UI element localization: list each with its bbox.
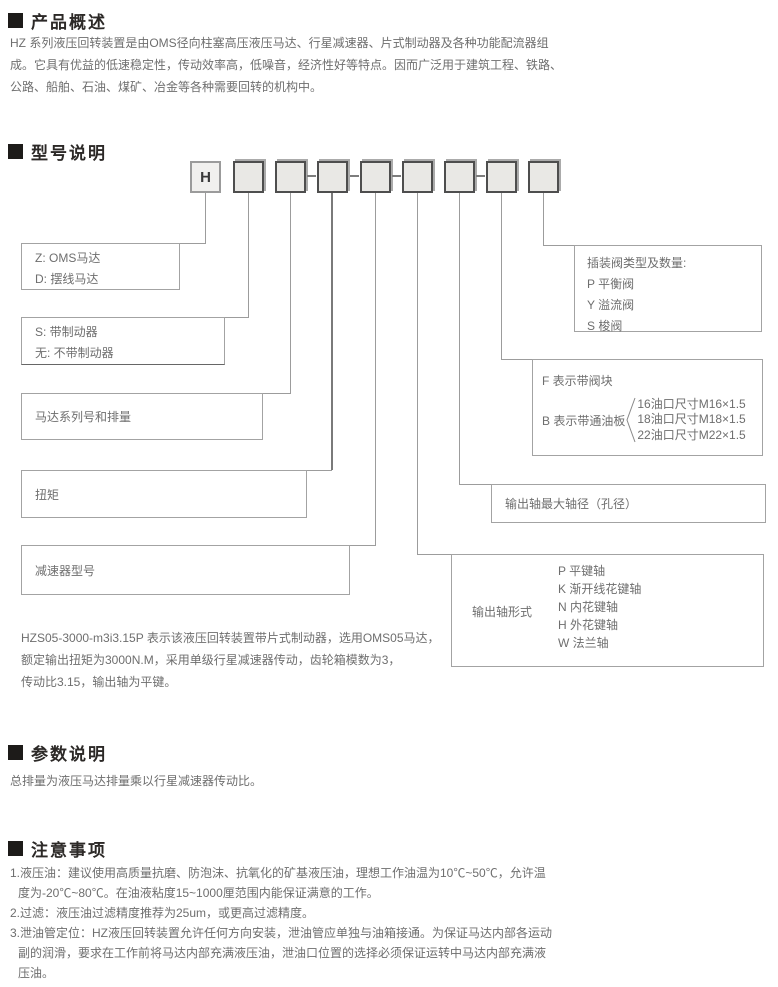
section-heading-params: 参数说明 <box>8 740 107 765</box>
note-line: 压油。 <box>18 966 55 980</box>
model-code-box-cartridge-valve <box>528 161 559 193</box>
section-marker-icon <box>8 841 23 856</box>
valve-block-options-row: B 表示带通油板 16油口尺寸M16×1.5 18油口尺寸M18×1.5 22油… <box>542 396 746 444</box>
paragraph-line: 总排量为液压马达排量乘以行星减速器传动比。 <box>10 774 263 788</box>
model-code-box-motor-series <box>317 161 348 193</box>
note-line: 度为-20℃~80℃。在油液粘度15~1000厘范围内能保证满意的工作。 <box>18 886 379 900</box>
leader-line-horizontal <box>350 545 376 546</box>
section-title: 产品概述 <box>31 13 107 32</box>
leader-line-vertical <box>205 193 206 243</box>
port-size-options: 16油口尺寸M16×1.5 18油口尺寸M18×1.5 22油口尺寸M22×1.… <box>637 396 746 442</box>
leader-line-horizontal <box>180 243 206 244</box>
model-code-box-torque <box>360 161 391 193</box>
note-line: 3.泄油管定位：HZ液压回转装置允许任何方向安装，泄油管应单独与油箱接通。为保证… <box>10 926 553 940</box>
leader-line-vertical <box>248 193 249 317</box>
section-title: 参数说明 <box>31 745 107 764</box>
leader-line-horizontal <box>417 554 451 555</box>
label-valve-block: F 表示带阀块 B 表示带通油板 16油口尺寸M16×1.5 18油口尺寸M18… <box>532 359 763 456</box>
section-marker-icon <box>8 144 23 159</box>
code-separator-dash <box>350 175 359 177</box>
section-heading-model: 型号说明 <box>8 139 107 164</box>
leader-line-vertical <box>290 193 291 393</box>
section-heading-overview: 产品概述 <box>8 8 107 33</box>
leader-line-horizontal <box>225 317 249 318</box>
note-line: 副的润滑，要求在工作前将马达内部充满液压油，泄油口位置的选择必须保证运转中马达内… <box>18 946 547 960</box>
model-code-box-motor-type <box>233 161 264 193</box>
leader-line-horizontal <box>263 393 291 394</box>
section-title: 型号说明 <box>31 144 107 163</box>
paragraph-line: HZS05-3000-m3i3.15P 表示该液压回转装置带片式制动器，选用OM… <box>21 631 440 645</box>
label-cartridge-valve: 插装阀类型及数量: P 平衡阀 Y 溢流阀 S 梭阀 <box>574 245 762 333</box>
model-code-box-valve-block <box>486 161 517 193</box>
leader-line-horizontal <box>501 359 532 360</box>
label-shaft-form: 输出轴形式 P 平键轴 K 渐开线花键轴 N 内花键轴 H 外花键轴 W 法兰轴 <box>451 554 764 667</box>
section-marker-icon <box>8 13 23 28</box>
note-line: 2.过滤：液压油过滤精度推荐为25um，或更高过滤精度。 <box>10 906 315 920</box>
leader-line-vertical <box>543 193 544 245</box>
model-example-paragraph: HZS05-3000-m3i3.15P 表示该液压回转装置带片式制动器，选用OM… <box>21 627 440 693</box>
shaft-form-items: P 平键轴 K 渐开线花键轴 N 内花键轴 H 外花键轴 W 法兰轴 <box>558 564 642 650</box>
overview-paragraph: HZ 系列液压回转装置是由OMS径向柱塞高压液压马达、行星减速器、片式制动器及各… <box>10 32 562 98</box>
code-separator-dash <box>392 175 401 177</box>
label-motor-type: Z: OMS马达 D: 摆线马达 <box>21 243 180 290</box>
section-heading-notes: 注意事项 <box>8 836 107 861</box>
leader-line-horizontal <box>543 245 574 246</box>
leader-line-vertical <box>459 193 460 484</box>
model-code-box-shaft-form <box>402 161 433 193</box>
brace-icon <box>626 397 636 443</box>
leader-line-vertical <box>331 193 333 470</box>
leader-line-vertical <box>375 193 376 545</box>
model-code-box-shaft-diameter <box>444 161 475 193</box>
paragraph-line: HZ 系列液压回转装置是由OMS径向柱塞高压液压马达、行星减速器、片式制动器及各… <box>10 36 549 50</box>
params-paragraph: 总排量为液压马达排量乘以行星减速器传动比。 <box>10 770 262 792</box>
label-motor-series: 马达系列号和排量 <box>21 393 263 440</box>
model-code-box-prefix: H <box>190 161 221 193</box>
label-torque: 扭矩 <box>21 470 307 518</box>
paragraph-line: 传动比3.15，输出轴为平键。 <box>21 675 177 689</box>
leader-line-horizontal <box>307 470 332 471</box>
note-line: 1.液压油：建议使用高质量抗磨、防泡沫、抗氧化的矿基液压油，理想工作油温为10℃… <box>10 866 546 880</box>
model-code-box-brake <box>275 161 306 193</box>
paragraph-line: 成。它具有优益的低速稳定性，传动效率高，低噪音，经济性好等特点。因而广泛用于建筑… <box>10 58 563 72</box>
leader-line-horizontal <box>459 484 491 485</box>
label-shaft-diameter: 输出轴最大轴径（孔径） <box>491 484 766 523</box>
leader-line-vertical <box>417 193 418 554</box>
leader-line-vertical <box>501 193 502 359</box>
section-title: 注意事项 <box>31 841 107 860</box>
code-separator-dash <box>307 175 316 177</box>
code-separator-dash <box>476 175 485 177</box>
paragraph-line: 额定输出扭矩为3000N.M，采用单级行星减速器传动，齿轮箱模数为3， <box>21 653 401 667</box>
label-reducer-model: 减速器型号 <box>21 545 350 595</box>
label-brake: S: 带制动器 无: 不带制动器 <box>21 317 225 365</box>
paragraph-line: 公路、船舶、石油、煤矿、冶金等各种需要回转的机构中。 <box>10 80 323 94</box>
notes-list: 1.液压油：建议使用高质量抗磨、防泡沫、抗氧化的矿基液压油，理想工作油温为10℃… <box>10 863 552 983</box>
section-marker-icon <box>8 745 23 760</box>
